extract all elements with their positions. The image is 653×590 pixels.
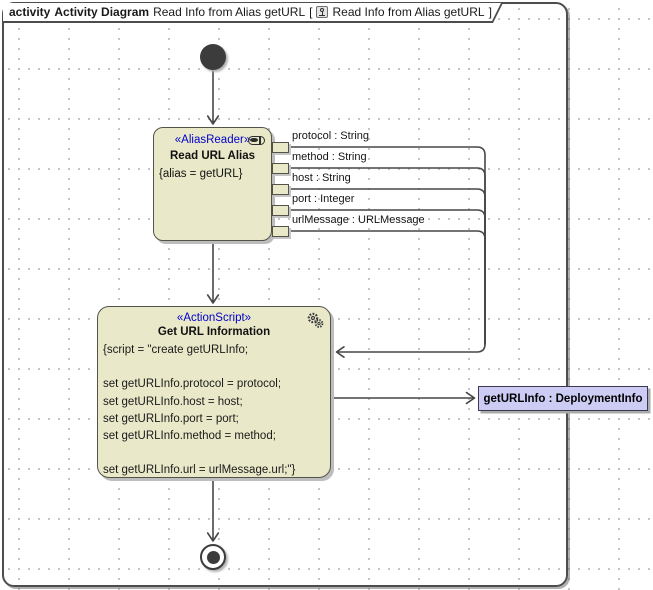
output-pin-urlmessage[interactable] xyxy=(272,226,289,237)
action-constraint: {alias = getURL} xyxy=(154,168,271,180)
object-node-geturlinfo[interactable]: getURLInfo : DeploymentInfo xyxy=(478,386,648,411)
alias-reader-icon xyxy=(248,136,265,145)
output-pin-protocol[interactable] xyxy=(272,142,289,153)
pin-label-protocol[interactable]: protocol : String xyxy=(292,129,369,143)
action-script-body: {script = "create getURLInfo; set getURL… xyxy=(98,342,330,480)
script-line: set getURLInfo.host = host; xyxy=(103,394,325,411)
edge-read-to-action xyxy=(208,241,219,303)
script-line: set getURLInfo.url = urlMessage.url;"} xyxy=(103,462,325,479)
output-pin-method[interactable] xyxy=(272,163,289,174)
edge-action-to-final xyxy=(208,477,219,541)
pin-label-urlmessage[interactable]: urlMessage : URLMessage xyxy=(292,213,425,227)
edge-initial-to-read xyxy=(208,70,219,124)
pin-label-method[interactable]: method : String xyxy=(292,150,367,164)
script-line: set getURLInfo.port = port; xyxy=(103,411,325,428)
action-name: Get URL Information xyxy=(98,326,330,338)
script-line: set getURLInfo.protocol = protocol; xyxy=(103,376,325,393)
output-pin-port[interactable] xyxy=(272,205,289,216)
pin-label-port[interactable]: port : Integer xyxy=(292,192,354,206)
gears-icon xyxy=(306,312,325,329)
activity-final-node[interactable] xyxy=(200,544,226,570)
edge-action-to-object xyxy=(331,393,475,404)
script-line: {script = "create getURLInfo; xyxy=(103,342,325,359)
stereotype-label: «ActionScript» xyxy=(98,312,330,324)
action-get-url-information[interactable]: «ActionScript» Get URL Information {scri… xyxy=(97,306,331,478)
script-line: set getURLInfo.method = method; xyxy=(103,428,325,445)
object-node-label: getURLInfo : DeploymentInfo xyxy=(483,393,642,405)
pin-label-host[interactable]: host : String xyxy=(292,171,351,185)
script-line xyxy=(103,359,325,376)
action-name: Read URL Alias xyxy=(154,150,271,162)
initial-node[interactable] xyxy=(200,44,226,70)
final-node-core xyxy=(207,551,220,564)
action-read-url-alias[interactable]: «AliasReader» Read URL Alias {alias = ge… xyxy=(153,127,272,241)
output-pin-host[interactable] xyxy=(272,184,289,195)
script-line xyxy=(103,445,325,462)
